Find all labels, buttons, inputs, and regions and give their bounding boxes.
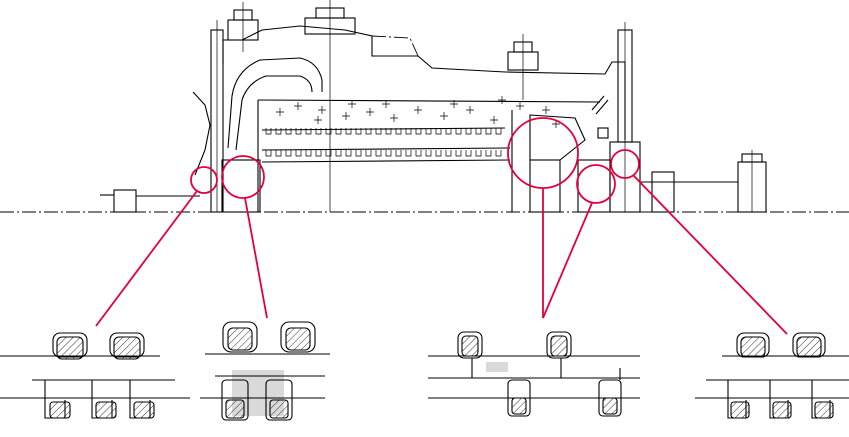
cross-mark [366,108,374,116]
detail-1-labyrinth-seal [0,332,190,419]
casing-bolt-right [507,34,539,100]
cross-mark [342,112,350,120]
blade-tooth [375,128,382,157]
blade-tooth [355,128,362,157]
left-coupling [113,189,137,213]
callout-seal-right-gland [542,164,616,319]
blade-tooth [285,128,292,157]
cross-marks [276,96,560,128]
blade-tooth [305,128,312,157]
callout-seal-balance-drum [507,117,579,318]
blade-tooth [405,128,412,157]
blade-tooth [445,128,452,157]
cross-mark [490,116,498,124]
blade-tooth [315,128,322,157]
cross-mark [440,112,448,120]
cross-mark [414,106,422,114]
callout-seal-left-end [95,166,218,327]
blade-tooth [415,128,422,157]
detail-4-labyrinth-seal [695,332,849,419]
rotor-body [257,99,611,213]
bleed-valve [591,95,609,139]
left-bearing-pedestal [192,20,261,213]
cross-mark [390,114,398,122]
blade-tooth [455,128,462,157]
callout-seal-left-gland [221,155,268,319]
cross-mark [542,106,550,114]
blade-tooth [295,128,302,157]
casing-bolt-center [304,0,356,212]
upper-casing [222,25,626,151]
cross-mark [516,102,524,110]
blade-tooth [485,128,492,157]
cross-mark [314,116,322,124]
blade-tooth [495,128,502,157]
casing-bolt-left [227,2,259,52]
turbine-assembly [0,0,849,213]
blade-tooth [385,128,392,157]
cross-mark [318,106,326,114]
blade-tooth [265,128,272,157]
cross-mark [382,100,390,108]
cross-mark [466,106,474,114]
right-coupling [640,150,767,213]
blade-tooth [475,128,482,157]
cross-mark [276,108,284,116]
blade-tooth [345,128,352,157]
detail-2-labyrinth-seal [200,321,330,421]
cross-mark [294,102,302,110]
blade-tooth [335,128,342,157]
cross-mark [498,96,506,104]
blade-tooth [425,128,432,157]
cross-mark [348,100,356,108]
blade-row [265,128,502,157]
callout-seal-right-end [610,149,788,335]
blade-tooth [465,128,472,157]
blade-tooth [435,128,442,157]
blade-tooth [365,128,372,157]
detail-3-balance-seal [428,331,640,417]
blade-tooth [325,128,332,157]
blade-tooth [275,128,282,157]
blade-tooth [395,128,402,157]
cross-mark [450,100,458,108]
